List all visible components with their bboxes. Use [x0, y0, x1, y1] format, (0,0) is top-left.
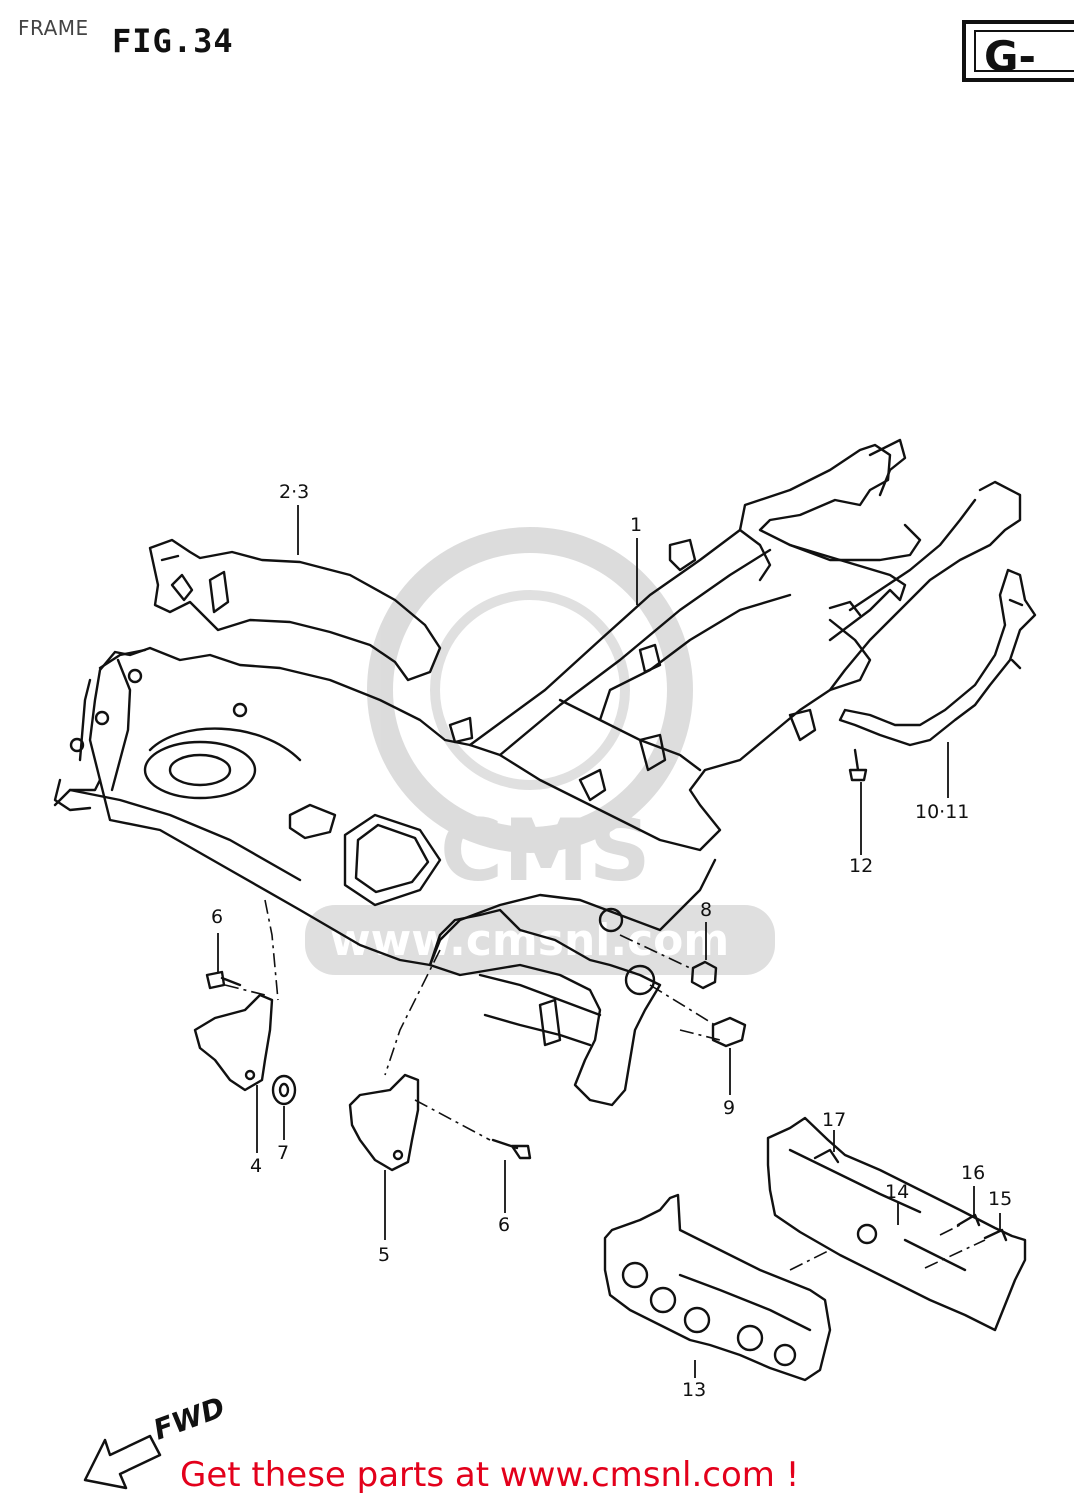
callout-5: 5: [378, 1244, 390, 1266]
rear-bracket-part: [838, 568, 1037, 747]
bolt-12: [848, 748, 868, 782]
bolt-6-lower: [491, 1138, 532, 1160]
watermark-brand: CMS: [440, 801, 651, 901]
callout-15: 15: [988, 1188, 1012, 1210]
callout-8: 8: [700, 899, 712, 921]
callout-1: 1: [630, 514, 642, 536]
callout-6-upper: 6: [211, 906, 223, 928]
callout-6-lower: 6: [498, 1214, 510, 1236]
callout-7: 7: [277, 1142, 289, 1164]
bolt-15: [983, 1228, 1008, 1242]
rear-subframe: [468, 443, 907, 747]
group-badge: G-: [962, 20, 1074, 82]
callout-12: 12: [849, 855, 873, 877]
plate-5: [348, 1073, 420, 1172]
callout-17: 17: [822, 1109, 846, 1131]
callout-10-11: 10·11: [915, 801, 969, 823]
plate-4: [193, 993, 274, 1092]
callout-14: 14: [885, 1181, 909, 1203]
guard-13: [603, 1193, 832, 1382]
callout-4: 4: [250, 1155, 262, 1177]
bolt-16: [956, 1213, 981, 1227]
swingarm-pivot: [428, 908, 662, 1107]
parts-cta-link[interactable]: Get these parts at www.cmsnl.com !: [180, 1455, 800, 1495]
frame-cover-part: [148, 538, 442, 682]
group-badge-text: G-: [984, 32, 1036, 81]
washer-7: [271, 1074, 297, 1106]
callout-13: 13: [682, 1379, 706, 1401]
guard-14: [766, 1116, 1027, 1332]
callout-2-3: 2·3: [279, 481, 309, 503]
bolt-17: [813, 1148, 840, 1164]
callout-9: 9: [723, 1097, 735, 1119]
bolt-6-upper: [205, 970, 242, 990]
fwd-label: FWD: [149, 1391, 229, 1447]
figure-title: FIG.34: [112, 22, 234, 60]
section-label: FRAME: [18, 16, 89, 40]
callout-16: 16: [961, 1162, 985, 1184]
nut-8: [690, 960, 718, 990]
collar-9: [711, 1016, 747, 1048]
